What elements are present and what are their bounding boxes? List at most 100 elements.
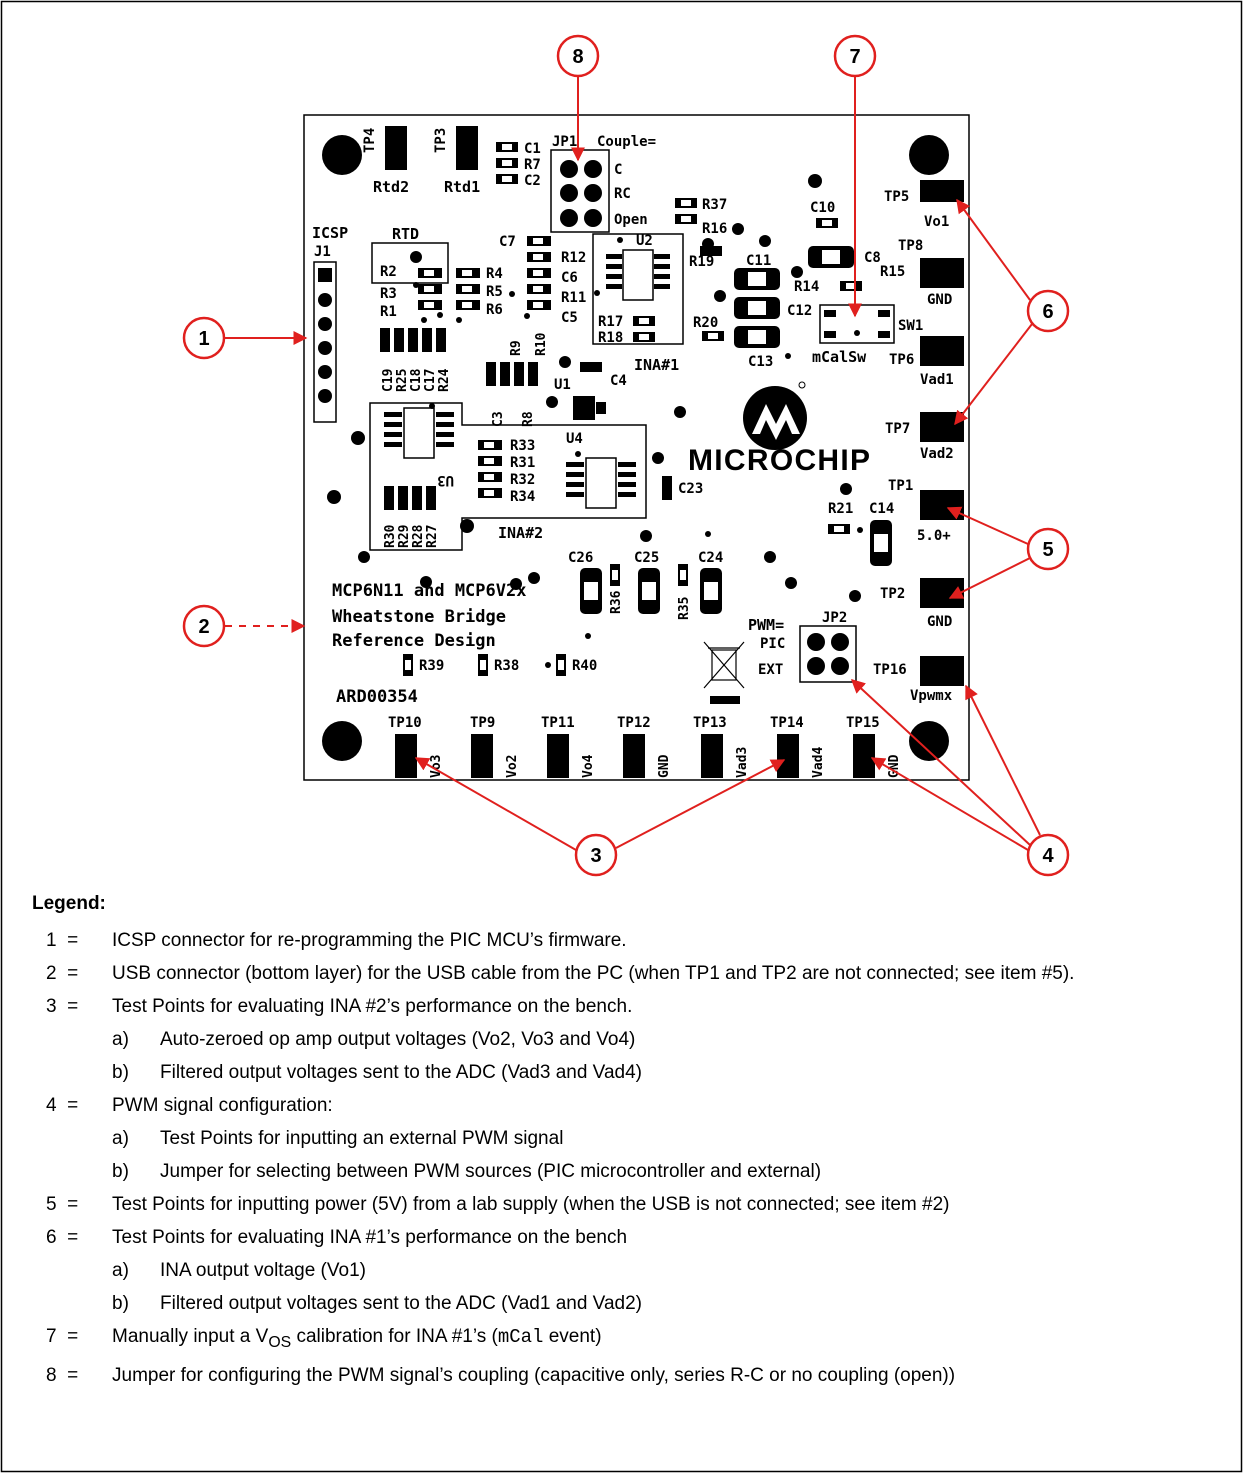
silk-line-2: Wheatstone Bridge	[332, 607, 506, 627]
legend-sub-letter: a)	[112, 1029, 129, 1050]
label-r36: R36	[609, 590, 624, 614]
callout-4-arrow-b	[850, 679, 1031, 846]
label-r14: R14	[794, 279, 819, 295]
weee-bar	[710, 696, 740, 704]
callout-2	[182, 604, 226, 648]
label-gnd-tp8: GND	[927, 292, 952, 308]
board-id: ARD00354	[336, 687, 418, 707]
callout-6-arrow-a	[956, 198, 1031, 301]
cap-c11-c12-c13	[734, 268, 780, 348]
mounting-hole	[322, 135, 362, 175]
label-jp1-rc: RC	[614, 186, 631, 202]
callout-1-label: 1	[198, 328, 209, 350]
label-c25: C25	[634, 550, 659, 566]
callout-6-label: 6	[1042, 301, 1053, 323]
label-r15: R15	[880, 264, 905, 280]
legend-item-2: 2 = USB connector (bottom layer) for the…	[32, 962, 1222, 986]
label-r30: R30	[383, 524, 398, 548]
label-vo4: Vo4	[581, 754, 596, 778]
label-jp2: JP2	[822, 610, 847, 626]
silk-line-3: Reference Design	[332, 631, 496, 651]
label-jp1: JP1	[552, 134, 577, 150]
label-r34: R34	[510, 489, 535, 505]
legend-text: calibration for INA #1’s (	[291, 1326, 498, 1347]
legend-text: USB connector (bottom layer) for the USB…	[112, 963, 1075, 984]
legend-num: 3	[46, 996, 57, 1017]
callout-4-arrow-a	[965, 684, 1041, 836]
label-r37: R37	[702, 197, 727, 213]
jumper-jp1	[550, 149, 610, 233]
label-j1: J1	[314, 244, 331, 260]
label-c10: C10	[810, 200, 835, 216]
label-c19: C19	[381, 369, 396, 392]
callout-5	[1026, 527, 1070, 571]
label-vad4: Vad4	[811, 747, 826, 778]
label-r19: R19	[689, 254, 714, 270]
legend-eq: =	[67, 1194, 79, 1215]
label-c11: C11	[746, 253, 771, 269]
label-c18: C18	[409, 368, 424, 392]
label-ina1: INA#1	[634, 356, 679, 374]
legend-item-6: 6 = Test Points for evaluating INA #1’s …	[32, 1226, 1222, 1250]
label-vpwmx: Vpwmx	[910, 688, 953, 704]
label-c1: C1	[524, 141, 541, 157]
ic-u2	[592, 233, 684, 345]
label-r24: R24	[437, 368, 452, 392]
legend-sub-text: INA output voltage (Vo1)	[160, 1260, 366, 1281]
legend-num: 1	[46, 930, 57, 951]
switch-sw1	[819, 304, 895, 344]
legend-sub-text: Filtered output voltages sent to the ADC…	[160, 1293, 642, 1314]
label-r3: R3	[380, 286, 397, 302]
smd-r-column-left	[418, 268, 480, 310]
label-ina2: INA#2	[498, 524, 543, 542]
label-tp13: TP13	[693, 715, 727, 731]
label-gnd-tp12: GND	[657, 754, 672, 778]
label-r5: R5	[486, 284, 503, 300]
legend-eq: =	[67, 1227, 79, 1248]
label-c8: C8	[864, 250, 881, 266]
legend-item-7: 7 = Manually input a VOS calibration for…	[32, 1325, 1222, 1355]
label-tp10: TP10	[388, 715, 422, 731]
callout-5-arrow-b	[948, 557, 1031, 599]
legend-item-1: 1 = ICSP connector for re-programming th…	[32, 929, 1222, 953]
label-c14: C14	[869, 501, 894, 517]
callout-5-label: 5	[1042, 539, 1053, 561]
smd-vertical-row-3	[384, 486, 436, 510]
legend-title: Legend:	[32, 893, 106, 914]
label-r6: R6	[486, 302, 503, 318]
legend-text: Test Points for evaluating INA #2’s perf…	[112, 996, 633, 1017]
label-pwm: PWM=	[748, 616, 784, 634]
tp3-label: TP3	[433, 128, 449, 153]
label-c6: C6	[561, 270, 578, 286]
label-tp15: TP15	[846, 715, 880, 731]
legend-text: Manually input a V	[112, 1326, 269, 1347]
label-jp1-open: Open	[614, 212, 648, 228]
label-c2: C2	[524, 173, 541, 189]
label-tp11: TP11	[541, 715, 575, 731]
callout-4-label: 4	[1042, 845, 1054, 867]
label-vo2: Vo2	[505, 755, 520, 778]
label-r27: R27	[425, 525, 440, 548]
label-r7: R7	[524, 157, 541, 173]
label-r17: R17	[598, 314, 623, 330]
mounting-hole	[909, 721, 949, 761]
legend-sub-letter: a)	[112, 1260, 129, 1281]
label-c4: C4	[610, 373, 627, 389]
legend-sub-letter: b)	[112, 1161, 129, 1182]
label-c3: C3	[491, 411, 506, 427]
label-c24: C24	[698, 550, 723, 566]
ina2-outline	[369, 402, 647, 551]
label-vad1: Vad1	[920, 372, 954, 388]
label-r29: R29	[397, 525, 412, 548]
label-icsp: ICSP	[312, 224, 348, 242]
ic-u4	[566, 457, 636, 509]
mounting-hole	[909, 135, 949, 175]
legend-subitem: b)Filtered output voltages sent to the A…	[32, 1292, 1222, 1316]
label-r40: R40	[572, 658, 597, 674]
label-r10: R10	[534, 332, 549, 356]
legend-item-3: 3 = Test Points for evaluating INA #2’s …	[32, 995, 1222, 1019]
legend-num: 8	[46, 1364, 57, 1386]
label-c7: C7	[499, 234, 516, 250]
legend-sub-text: Filtered output voltages sent to the ADC…	[160, 1062, 642, 1083]
label-tp12: TP12	[617, 715, 651, 731]
